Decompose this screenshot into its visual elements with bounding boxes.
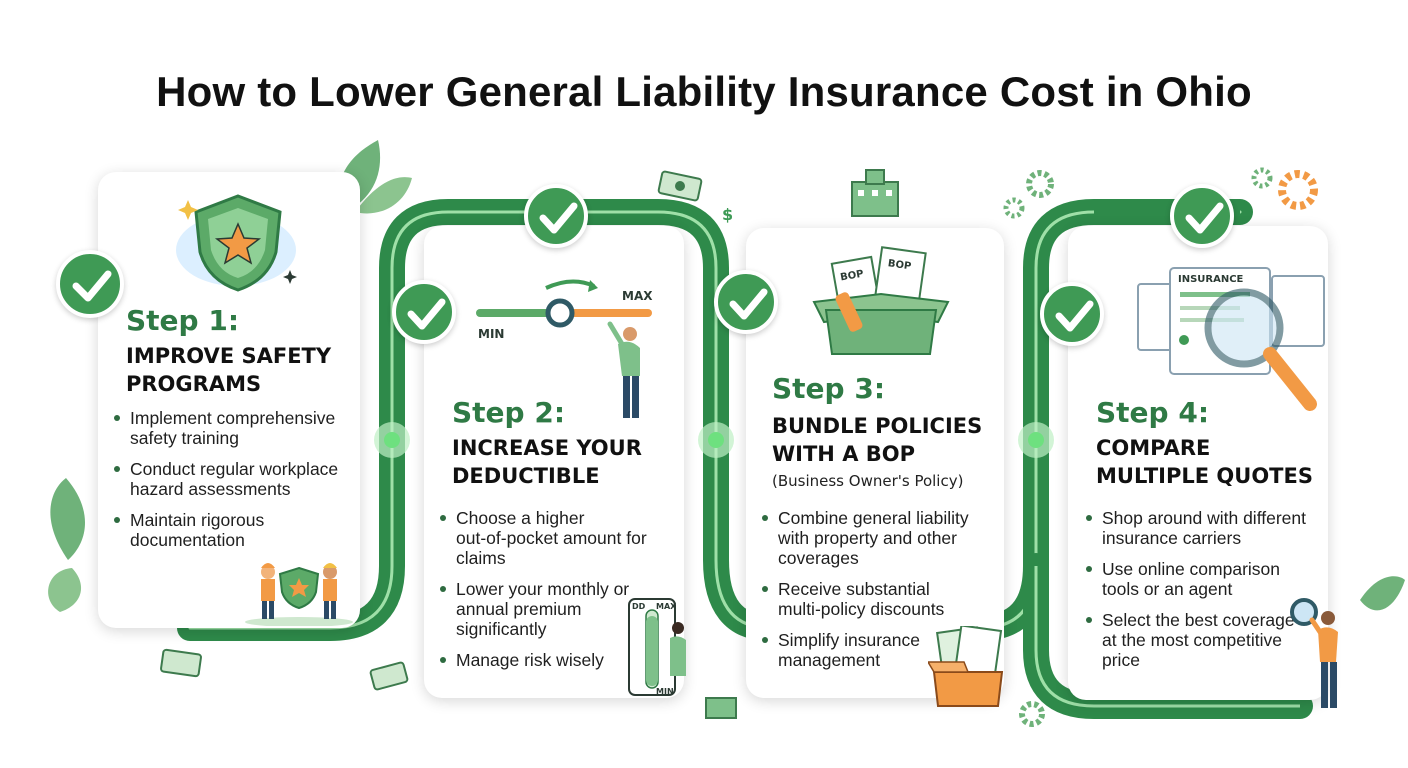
svg-text:$: $ (722, 205, 733, 224)
insurance-doc-label: INSURANCE (1178, 274, 1244, 285)
money-icon: $ (160, 170, 733, 691)
bop-box-icon: BOP BOP (812, 246, 950, 355)
list-item: Select the best coverage at the most com… (1086, 610, 1322, 670)
check-icon (56, 250, 124, 318)
list-item: Combine general liability with property … (762, 508, 998, 568)
step-subheading: (Business Owner's Policy) (772, 472, 964, 490)
building-icon (705, 169, 899, 719)
bop-doc-label: BOP (839, 269, 864, 284)
list-item: Manage risk wisely (440, 650, 680, 670)
gear-icon (1003, 167, 1318, 727)
bop-doc-label: BOP (887, 258, 912, 272)
list-item: Choose a higher out-of-pocket amount for… (440, 508, 680, 568)
shield-star-icon (176, 194, 297, 292)
bullet-list: Implement comprehensive safety training … (114, 408, 354, 561)
gauge-dd-label: DD (632, 602, 646, 611)
slider-min-label: MIN (478, 327, 504, 341)
bullet-list: Combine general liability with property … (762, 508, 998, 681)
safety-workers-icon (245, 563, 353, 626)
list-item: Receive substantial multi-policy discoun… (762, 579, 998, 619)
step-number: Step 1: (126, 304, 240, 337)
list-item: Shop around with different insurance car… (1086, 508, 1322, 548)
document-box-icon (928, 626, 1004, 707)
check-icon (1040, 282, 1104, 346)
bullet-list: Choose a higher out-of-pocket amount for… (440, 508, 680, 681)
list-item: Use online comparison tools or an agent (1086, 559, 1322, 599)
step-heading: INCREASE YOUR DEDUCTIBLE (452, 436, 642, 488)
slider-max-label: MAX (622, 289, 653, 303)
step-heading: IMPROVE SAFETY PROGRAMS (126, 344, 332, 396)
deductible-slider-icon: MIN MAX (476, 279, 653, 418)
step-number: Step 3: (772, 372, 886, 405)
bullet-list: Shop around with different insurance car… (1086, 508, 1322, 681)
list-item: Lower your monthly or annual premium sig… (440, 579, 680, 639)
step-heading: BUNDLE POLICIES WITH A BOP (772, 414, 983, 466)
step-number: Step 2: (452, 396, 566, 429)
list-item: Implement comprehensive safety training (114, 408, 354, 448)
check-icon (524, 184, 588, 248)
list-item: Maintain rigorous documentation (114, 510, 354, 550)
list-item: Simplify insurance management (762, 630, 998, 670)
check-icon (714, 270, 778, 334)
check-icon (392, 280, 456, 344)
list-item: Conduct regular workplace hazard assessm… (114, 459, 354, 499)
deductible-gauge-icon: DD MAX MIN (628, 598, 686, 696)
step-heading: COMPARE MULTIPLE QUOTES (1096, 436, 1313, 488)
step-number: Step 4: (1096, 396, 1210, 429)
glow-node-icon (374, 422, 1054, 458)
magnifier-document-icon: INSURANCE (1137, 267, 1325, 411)
check-icon (1170, 184, 1234, 248)
gauge-min-label: MIN (656, 687, 674, 696)
gauge-max-label: MAX (656, 602, 677, 611)
page-title: How to Lower General Liability Insurance… (156, 68, 1252, 115)
person-magnifier-icon (1290, 598, 1338, 708)
